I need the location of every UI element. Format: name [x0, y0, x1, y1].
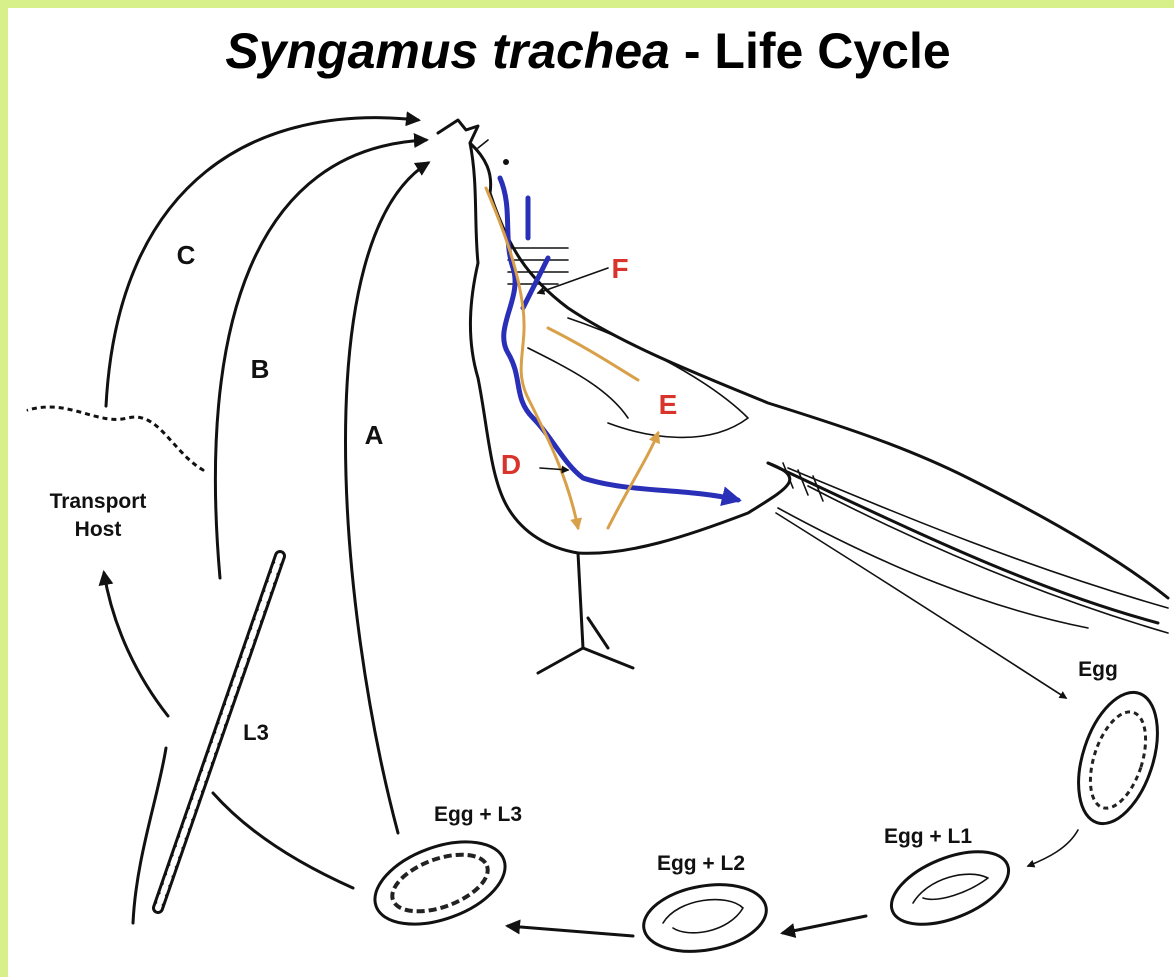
pheasant-illustration	[438, 120, 1168, 673]
stage-label-egg-l1: Egg + L1	[884, 825, 972, 848]
egg-to-egg-l1-arrow	[1028, 830, 1078, 866]
route-label-a: A	[365, 420, 384, 450]
route-label-c: C	[177, 240, 196, 270]
route-label-b: B	[251, 354, 270, 384]
egg-l2-illustration	[638, 876, 771, 961]
stage-label-egg-l3: Egg + L3	[434, 803, 522, 826]
egg-l1-illustration	[881, 837, 1018, 939]
marker-f: F	[611, 253, 628, 284]
egg-l3-illustration	[364, 826, 516, 940]
earthworm-illustration	[28, 407, 203, 470]
life-cycle-diagram: Syngamus trachea - Life Cycle C B A Tran…	[8, 8, 1174, 977]
marker-d: D	[501, 449, 521, 480]
egg-illustration	[1064, 683, 1173, 834]
egg-l1-to-egg-l2-arrow	[783, 916, 866, 933]
stage-label-egg-l2: Egg + L2	[657, 852, 745, 875]
l3-to-host-arrow	[104, 573, 168, 716]
transport-host-line2: Host	[75, 518, 122, 541]
transport-host-line1: Transport	[50, 490, 147, 513]
title-rest: - Life Cycle	[670, 23, 951, 79]
egg-l3-to-l3-arc	[213, 793, 353, 888]
stage-label-egg: Egg	[1078, 658, 1118, 681]
egg-l2-to-egg-l3-arrow	[508, 926, 633, 936]
title-species: Syngamus trachea	[225, 23, 670, 79]
diagram-title: Syngamus trachea - Life Cycle	[225, 23, 950, 79]
marker-e: E	[659, 389, 678, 420]
diagram-frame: Syngamus trachea - Life Cycle C B A Tran…	[8, 8, 1174, 977]
stage-label-l3: L3	[243, 720, 269, 745]
route-b-arrow	[215, 140, 426, 578]
route-a-arrow	[346, 163, 429, 833]
